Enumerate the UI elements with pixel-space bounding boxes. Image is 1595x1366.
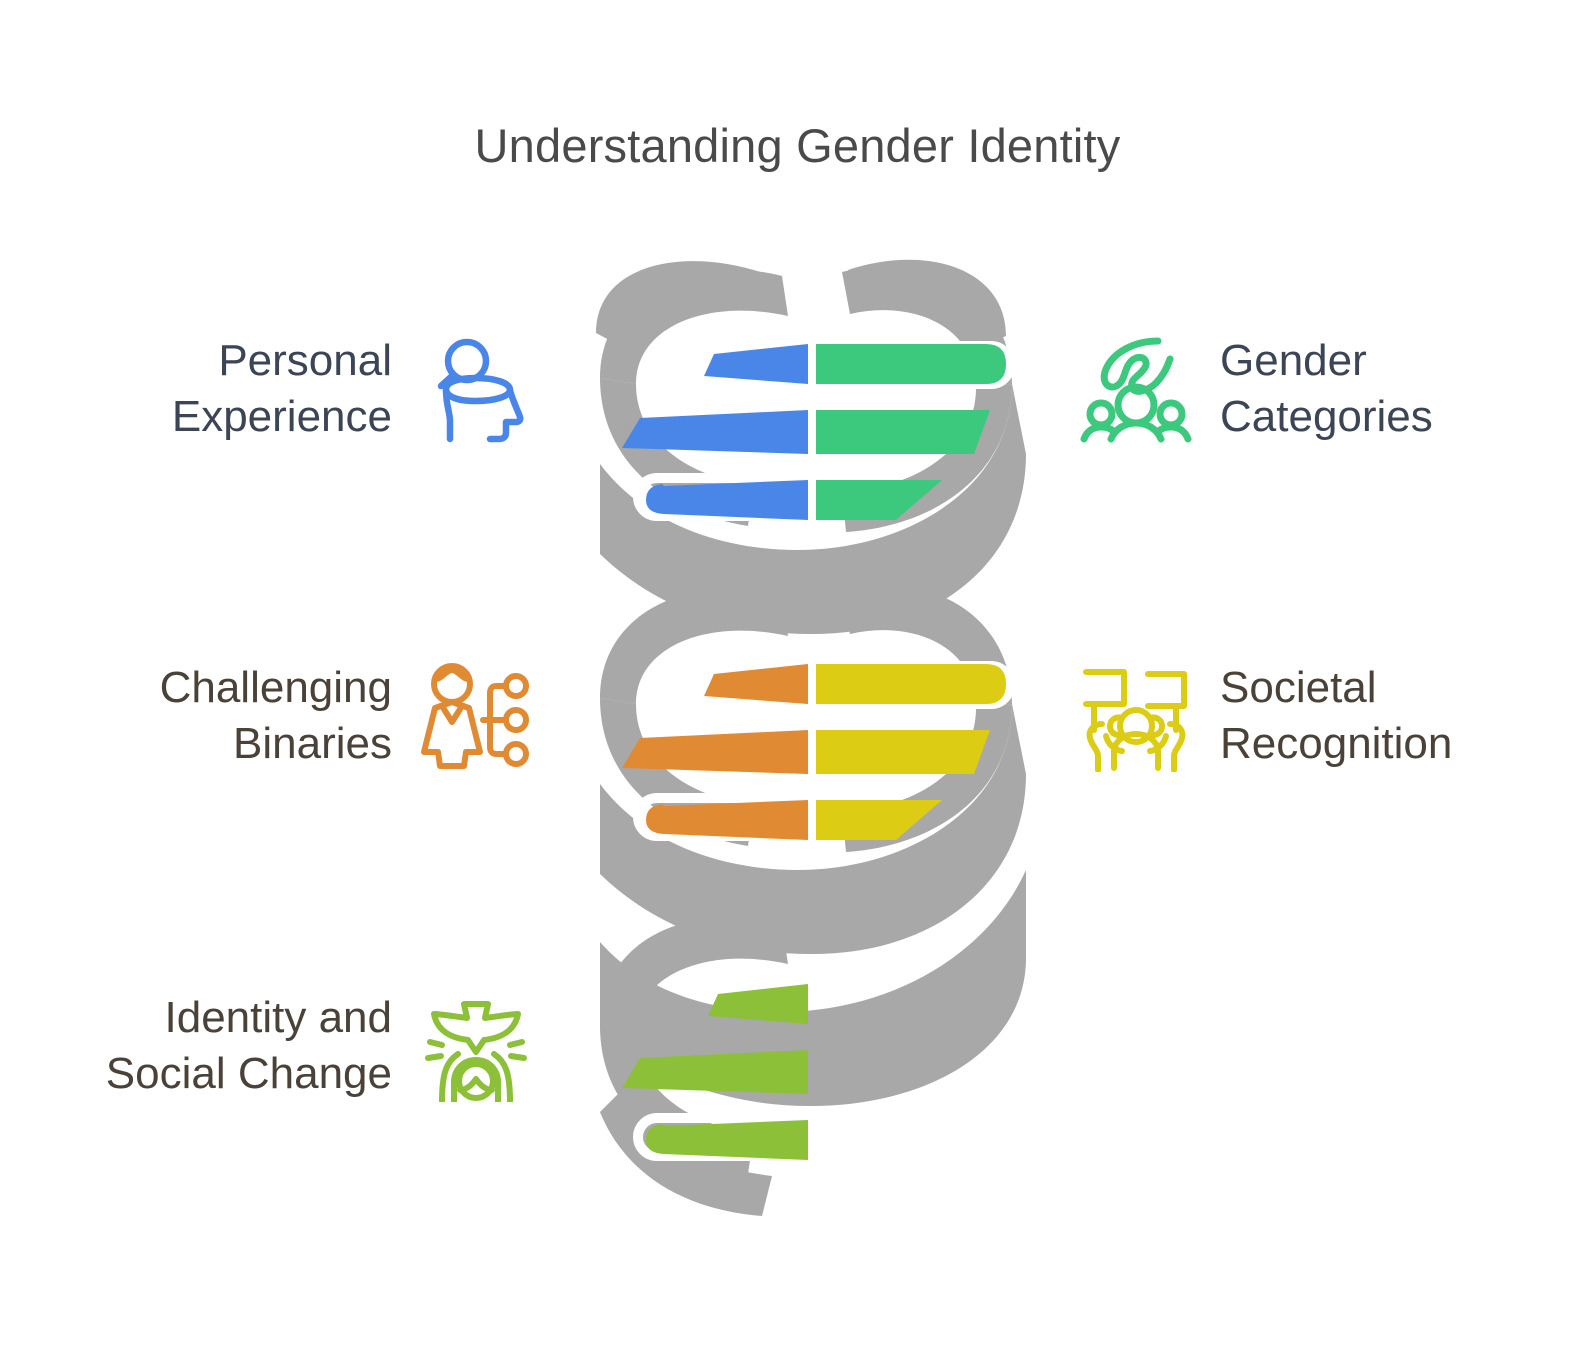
label-text: Societal Recognition [1220,663,1453,769]
rung-left [646,480,808,520]
label-text: Identity and Social Change [105,993,392,1099]
rung-right [816,410,990,454]
page-title: Understanding Gender Identity [474,119,1121,172]
label-societal-recognition[interactable]: Societal Recognition [1080,660,1452,773]
label-text: Challenging Binaries [159,663,392,769]
rung-right [816,480,942,520]
rung-left [622,1050,808,1094]
helix-ribbons [600,265,1026,1216]
label-text: Personal Experience [171,336,392,442]
rung-left [646,800,808,840]
rung-right [816,800,942,840]
label-identity-social-change[interactable]: Identity and Social Change [106,990,532,1103]
rung-left [704,664,808,704]
rung-left [708,984,808,1024]
person-branching-options-icon [421,663,529,770]
protest-signs-icon [1083,669,1187,773]
rung-right [816,730,990,774]
label-text: Gender Categories [1220,336,1433,442]
rung-left [622,730,808,774]
head-magnifier-icon [437,339,524,443]
rung-right [816,344,1006,384]
dna-helix-graphic [596,259,1026,1216]
rung-right [816,664,1006,704]
rung-left [704,344,808,384]
label-challenging-binaries[interactable]: Challenging Binaries [160,660,532,773]
label-personal-experience[interactable]: Personal Experience [172,333,532,446]
rung-group-top [622,344,1006,520]
rung-left [622,410,808,454]
rung-left [646,1120,808,1160]
rung-group-middle [622,664,1006,840]
rung-group-bottom [622,984,808,1160]
label-gender-categories[interactable]: Gender Categories [1080,333,1433,446]
person-dove-icon [425,1001,527,1103]
group-people-ribbon-icon [1080,337,1192,443]
